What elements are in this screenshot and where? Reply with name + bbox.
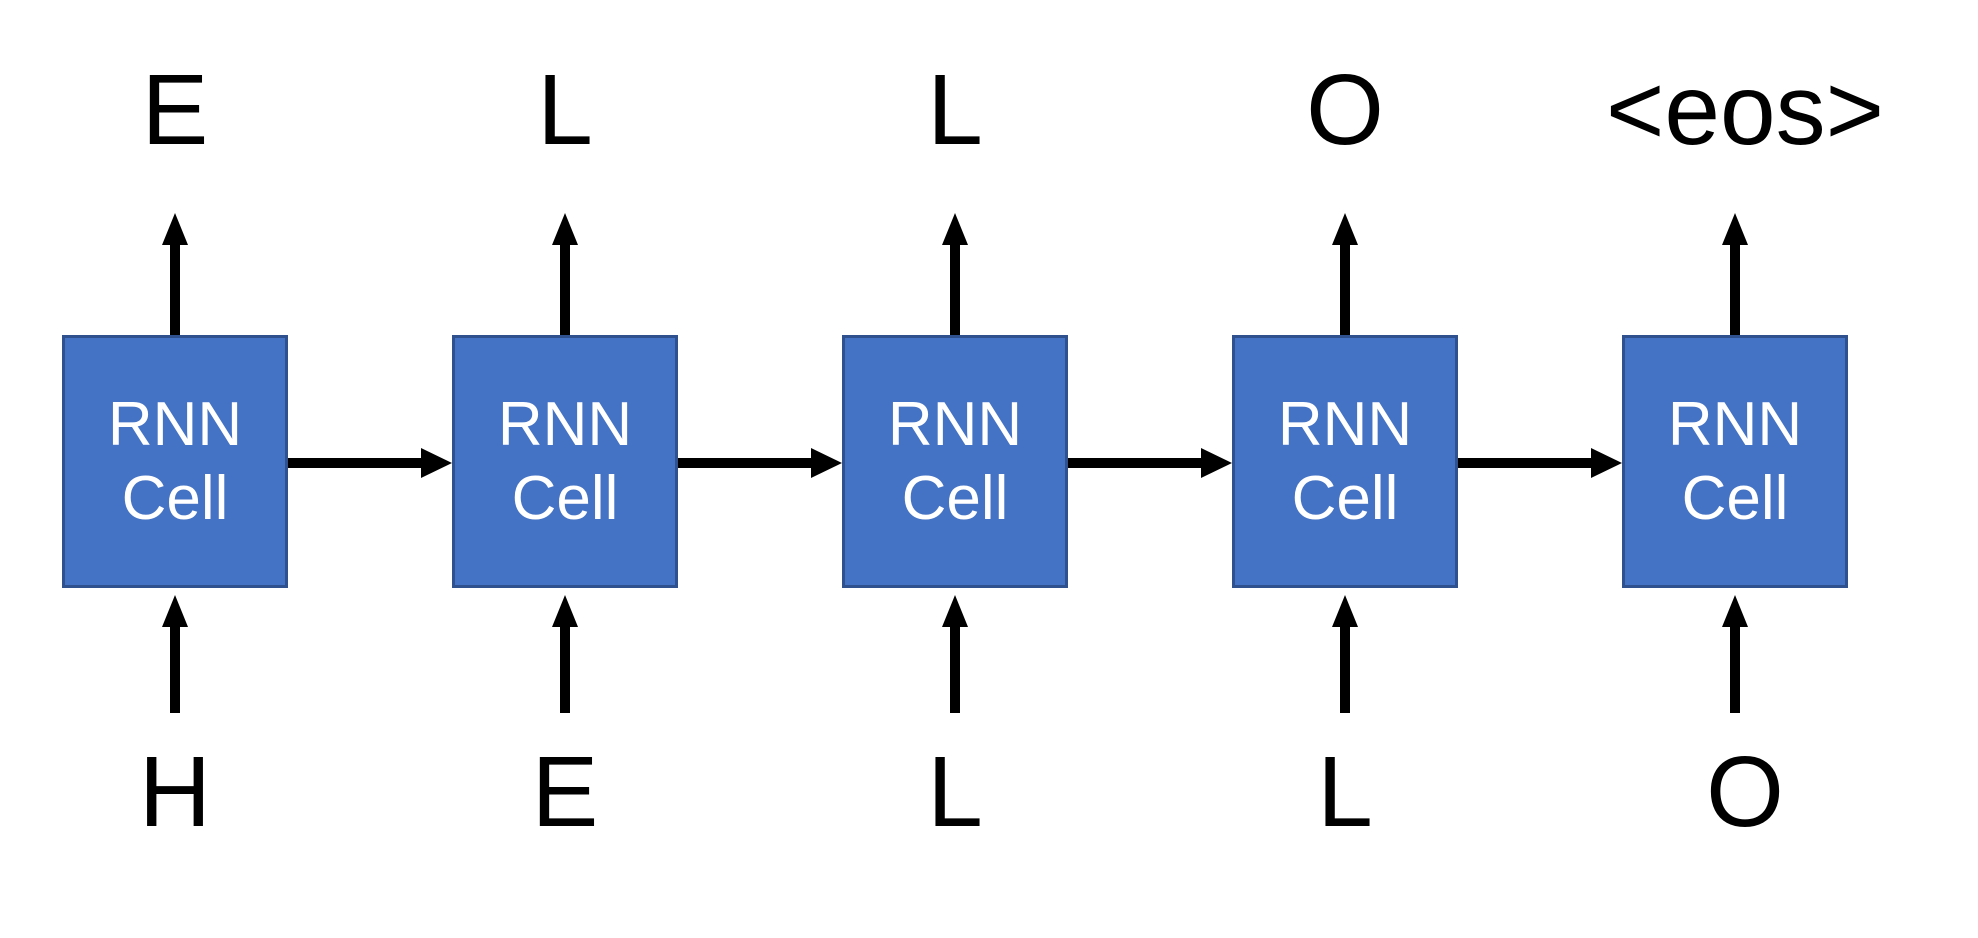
hidden-state-arrow-shaft xyxy=(678,458,812,468)
input-arrow-icon xyxy=(1332,595,1358,627)
input-label: H xyxy=(138,736,212,848)
input-arrow-shaft xyxy=(170,627,180,713)
hidden-state-arrow-shaft xyxy=(288,458,422,468)
output-label: L xyxy=(927,54,983,166)
output-arrow-icon xyxy=(942,213,968,245)
output-arrow-icon xyxy=(1722,213,1748,245)
input-arrow-icon xyxy=(552,595,578,627)
input-arrow-shaft xyxy=(1730,627,1740,713)
input-arrow-shaft xyxy=(950,627,960,713)
input-label: E xyxy=(531,736,599,848)
output-arrow-shaft xyxy=(1730,245,1740,335)
output-label: L xyxy=(537,54,593,166)
rnn-box-label-line2: Cell xyxy=(121,463,229,533)
rnn-box-label-line2: Cell xyxy=(1291,463,1399,533)
output-label: E xyxy=(141,54,209,166)
output-arrow-shaft xyxy=(1340,245,1350,335)
output-label: O xyxy=(1306,54,1384,166)
output-arrow-icon xyxy=(552,213,578,245)
rnn-box-label-line1: RNN xyxy=(887,389,1023,459)
input-arrow-shaft xyxy=(560,627,570,713)
output-arrow-icon xyxy=(1332,213,1358,245)
rnn-box-label-line2: Cell xyxy=(901,463,1009,533)
input-label: L xyxy=(1317,736,1373,848)
rnn-box-label-line1: RNN xyxy=(497,389,633,459)
output-label: <eos> xyxy=(1605,54,1885,166)
rnn-cell-box: RNN Cell xyxy=(1232,335,1458,588)
output-arrow-shaft xyxy=(950,245,960,335)
input-arrow-icon xyxy=(162,595,188,627)
rnn-box-label-line1: RNN xyxy=(107,389,243,459)
output-arrow-shaft xyxy=(560,245,570,335)
rnn-cell-box: RNN Cell xyxy=(452,335,678,588)
input-label: O xyxy=(1706,736,1784,848)
input-arrow-icon xyxy=(942,595,968,627)
rnn-box-label-line2: Cell xyxy=(511,463,619,533)
rnn-box-label-line1: RNN xyxy=(1667,389,1803,459)
hidden-state-arrow-icon xyxy=(1591,448,1622,478)
input-arrow-shaft xyxy=(1340,627,1350,713)
output-arrow-shaft xyxy=(170,245,180,335)
input-label: L xyxy=(927,736,983,848)
rnn-cell-box: RNN Cell xyxy=(62,335,288,588)
output-arrow-icon xyxy=(162,213,188,245)
rnn-box-label-line1: RNN xyxy=(1277,389,1413,459)
hidden-state-arrow-icon xyxy=(811,448,842,478)
rnn-box-label-line2: Cell xyxy=(1681,463,1789,533)
input-arrow-icon xyxy=(1722,595,1748,627)
hidden-state-arrow-shaft xyxy=(1458,458,1592,468)
hidden-state-arrow-shaft xyxy=(1068,458,1202,468)
hidden-state-arrow-icon xyxy=(1201,448,1232,478)
hidden-state-arrow-icon xyxy=(421,448,452,478)
rnn-cell-box: RNN Cell xyxy=(842,335,1068,588)
rnn-cell-box: RNN Cell xyxy=(1622,335,1848,588)
